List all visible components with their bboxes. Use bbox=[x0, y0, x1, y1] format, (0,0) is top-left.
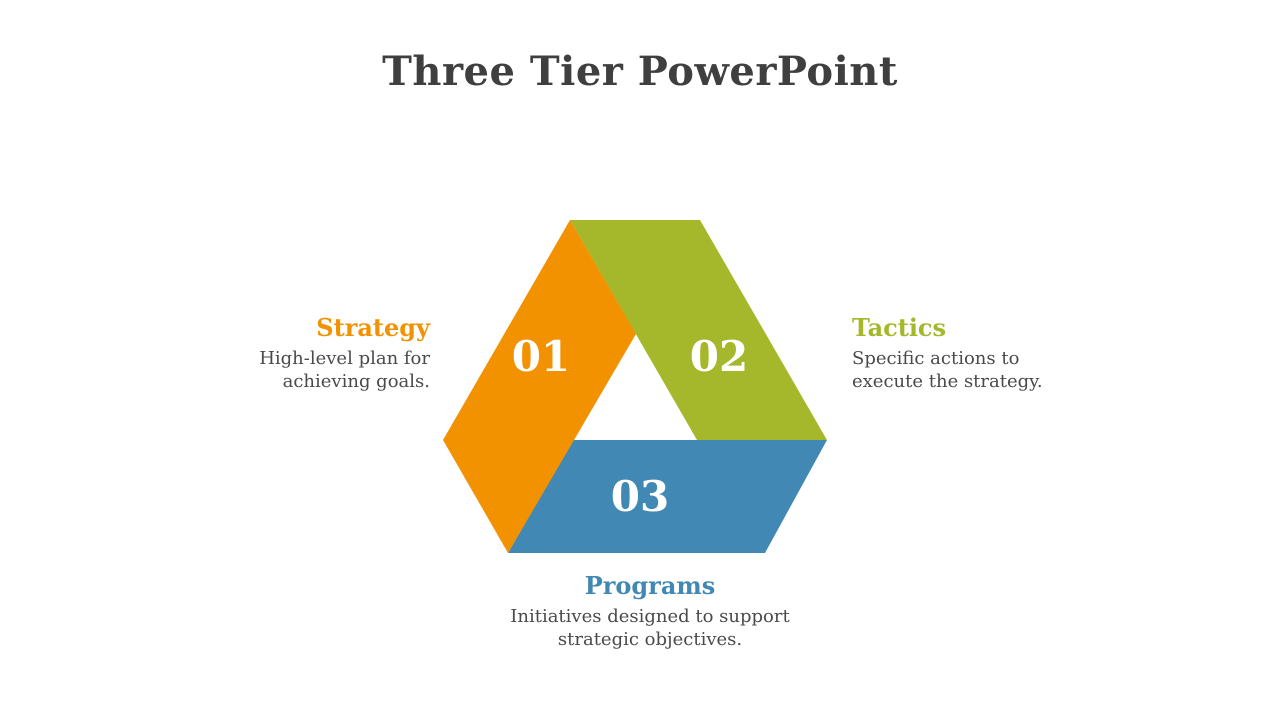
programs-description: Initiatives designed to support strategi… bbox=[480, 605, 820, 651]
tier-01-band bbox=[443, 220, 636, 553]
tactics-description-line-1: Specific actions to bbox=[852, 348, 1020, 369]
tier-02-band bbox=[570, 220, 827, 440]
strategy-description: High-level plan for achieving goals. bbox=[230, 347, 430, 393]
tactics-description-line-2: execute the strategy. bbox=[852, 371, 1043, 392]
tactics-block: Tactics Specific actions to execute the … bbox=[852, 313, 1092, 393]
strategy-description-line-2: achieving goals. bbox=[282, 371, 430, 392]
programs-description-line-2: strategic objectives. bbox=[557, 629, 743, 650]
tier-01-number: 01 bbox=[512, 332, 570, 381]
programs-description-line-1: Initiatives designed to support bbox=[510, 606, 790, 627]
tactics-description: Specific actions to execute the strategy… bbox=[852, 347, 1092, 393]
tier-03-band bbox=[508, 440, 827, 553]
tactics-heading: Tactics bbox=[852, 313, 947, 342]
tier-02-number: 02 bbox=[690, 332, 748, 381]
strategy-block: Strategy High-level plan for achieving g… bbox=[230, 313, 430, 393]
strategy-heading: Strategy bbox=[316, 313, 430, 342]
tier-03-number: 03 bbox=[611, 472, 669, 521]
programs-block: Programs Initiatives designed to support… bbox=[480, 571, 820, 651]
page-title: Three Tier PowerPoint bbox=[382, 48, 898, 95]
programs-heading: Programs bbox=[584, 571, 716, 600]
strategy-description-line-1: High-level plan for bbox=[259, 348, 430, 369]
